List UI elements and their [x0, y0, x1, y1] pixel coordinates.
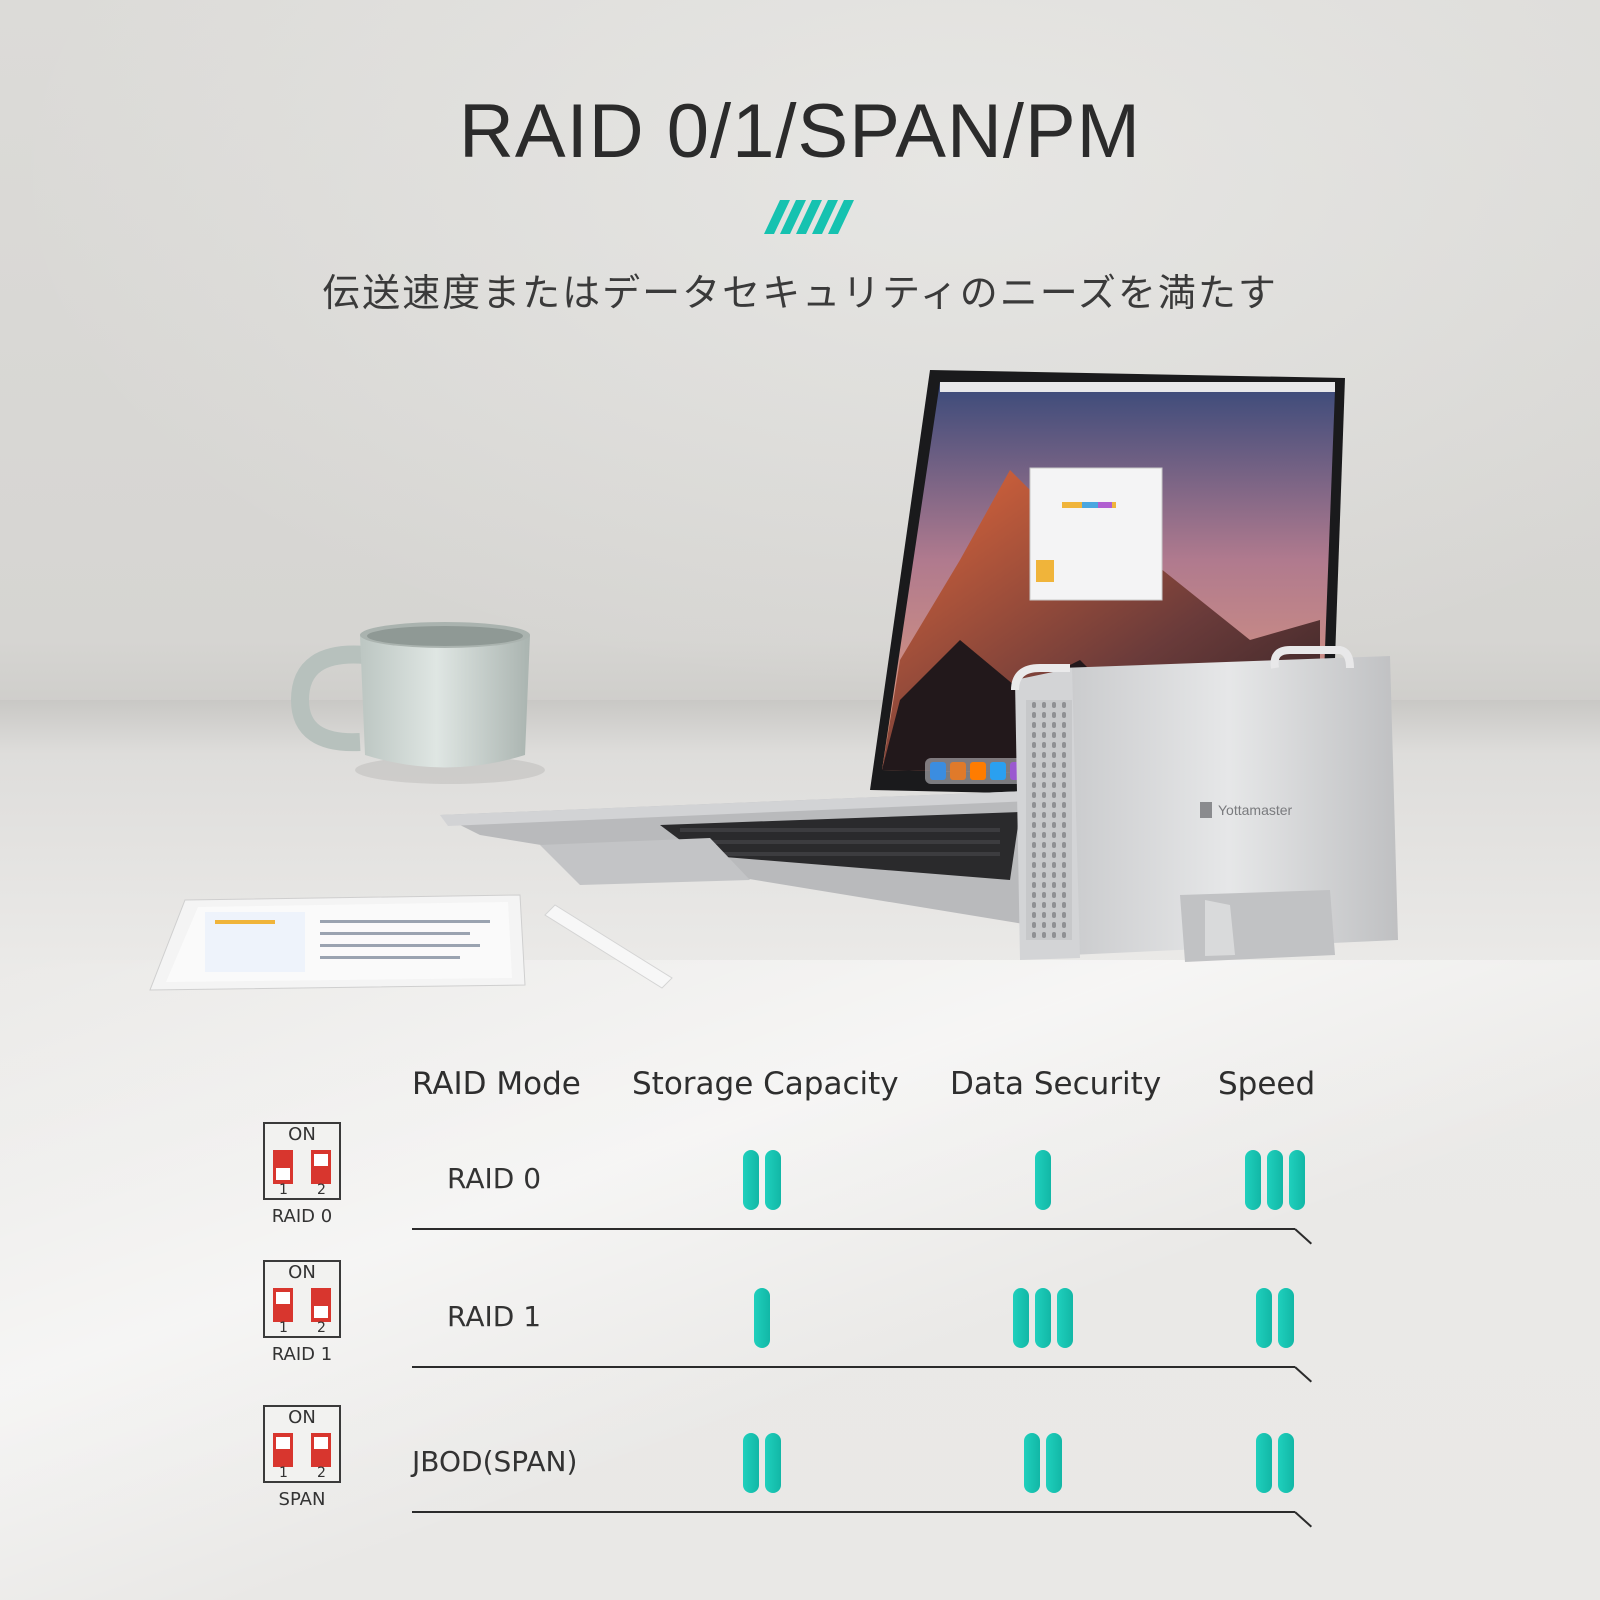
rating-bar: [1245, 1150, 1261, 1210]
speed-rating: [1245, 1150, 1305, 1210]
rating-bar: [1035, 1288, 1051, 1348]
speed-rating: [1256, 1288, 1294, 1348]
row-label: RAID 1: [447, 1300, 542, 1333]
header-storage-capacity: Storage Capacity: [632, 1066, 899, 1102]
rating-bar: [1278, 1288, 1294, 1348]
dip-toggle-knob: [276, 1292, 290, 1304]
row-label: JBOD(SPAN): [412, 1445, 578, 1478]
dip-on-label: ON: [288, 1124, 316, 1145]
dip-on-label: ON: [288, 1407, 316, 1428]
rating-bar: [1278, 1433, 1294, 1493]
dip-caption: SPAN: [278, 1489, 326, 1510]
rating-bar: [765, 1433, 781, 1493]
dip-switch: ON 1 2: [263, 1122, 341, 1200]
coffee-mug: [290, 622, 545, 784]
dip-toggle: [311, 1288, 331, 1322]
rating-bar: [1024, 1433, 1040, 1493]
dip-toggle-knob: [314, 1306, 328, 1318]
row-divider: [412, 1366, 1295, 1368]
drive-enclosure: Yottamaster: [1011, 646, 1398, 962]
accent-stripes-icon: [764, 200, 854, 234]
speed-rating: [1256, 1433, 1294, 1493]
dip-caption: RAID 1: [271, 1344, 333, 1365]
row-label: RAID 0: [447, 1162, 542, 1195]
capacity-rating: [754, 1288, 770, 1348]
page-title: RAID 0/1/SPAN/PM: [459, 89, 1141, 174]
rating-bar: [1256, 1433, 1272, 1493]
page-subtitle: 伝送速度またはデータセキュリティのニーズを満たす: [322, 271, 1278, 315]
dip-toggle-knob: [314, 1437, 328, 1449]
row-divider: [412, 1228, 1295, 1230]
rating-bar: [1046, 1433, 1062, 1493]
rating-bar: [1256, 1288, 1272, 1348]
dip-toggle: [311, 1433, 331, 1467]
dip-number: 1: [279, 1182, 288, 1198]
rating-bar: [1289, 1150, 1305, 1210]
header-speed: Speed: [1218, 1066, 1316, 1102]
rating-bar: [1035, 1150, 1051, 1210]
dip-number: 2: [317, 1320, 326, 1336]
rating-bar: [743, 1150, 759, 1210]
rating-bar: [765, 1150, 781, 1210]
row-divider: [412, 1511, 1295, 1513]
dip-toggle: [273, 1288, 293, 1322]
tablet: [149, 894, 526, 991]
dip-switch: ON 1 2: [263, 1405, 341, 1483]
stylus-pencil: [544, 904, 673, 989]
dip-toggle: [311, 1150, 331, 1184]
header-raid-mode: RAID Mode: [412, 1066, 581, 1102]
dip-toggle: [273, 1433, 293, 1467]
dip-toggle-knob: [276, 1437, 290, 1449]
capacity-rating: [743, 1150, 781, 1210]
capacity-rating: [743, 1433, 781, 1493]
rating-bar: [754, 1288, 770, 1348]
header-data-security: Data Security: [950, 1066, 1162, 1102]
security-rating: [1013, 1288, 1073, 1348]
security-rating: [1024, 1433, 1062, 1493]
dip-on-label: ON: [288, 1262, 316, 1283]
rating-bar: [1267, 1150, 1283, 1210]
dip-number: 1: [279, 1320, 288, 1336]
dip-number: 1: [279, 1465, 288, 1481]
dip-switch: ON 1 2: [263, 1260, 341, 1338]
rating-bar: [1057, 1288, 1073, 1348]
product-scene: Yottamaster: [149, 370, 1398, 991]
rating-bar: [743, 1433, 759, 1493]
dip-toggle-knob: [314, 1154, 328, 1166]
dip-number: 2: [317, 1182, 326, 1198]
desk-light-streak: [0, 960, 1600, 1600]
brand-logo-text: Yottamaster: [1218, 802, 1293, 818]
dip-caption: RAID 0: [271, 1206, 333, 1227]
dip-toggle-knob: [276, 1168, 290, 1180]
dip-number: 2: [317, 1465, 326, 1481]
rating-bar: [1013, 1288, 1029, 1348]
dip-toggle: [273, 1150, 293, 1184]
security-rating: [1035, 1150, 1051, 1210]
